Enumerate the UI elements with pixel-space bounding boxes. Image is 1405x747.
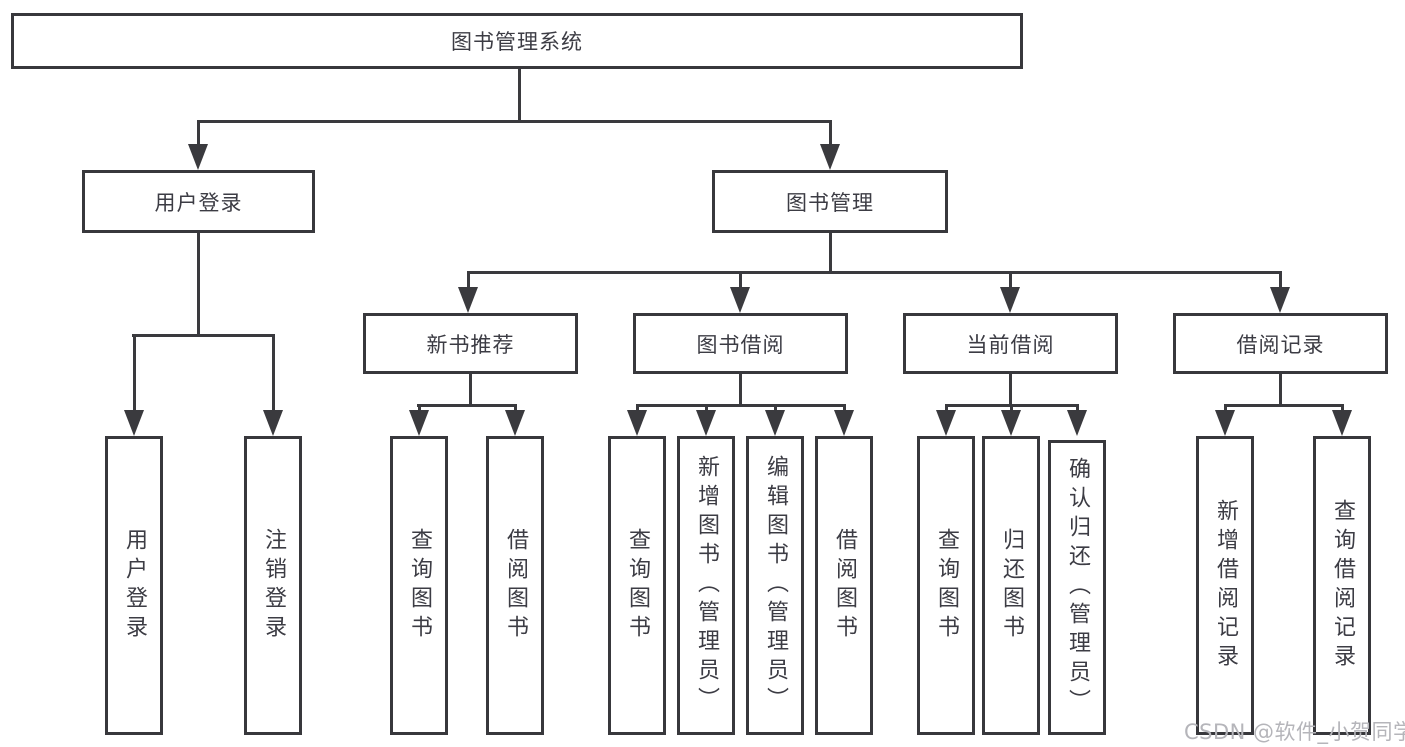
- connector-line: [272, 334, 275, 412]
- node-label: 当前借阅: [966, 332, 1055, 357]
- connector-line: [1279, 374, 1282, 406]
- node-label: 查询图书: [407, 527, 432, 644]
- leaf-recommend-query-books: 查询图书: [390, 436, 448, 735]
- arrow-down-icon: [820, 144, 840, 170]
- connector-line: [1009, 271, 1012, 289]
- leaf-current-return-books: 归还图书: [982, 436, 1040, 735]
- node-label: 借阅图书: [832, 527, 857, 644]
- connector-line: [418, 404, 421, 414]
- arrow-down-icon: [263, 410, 283, 436]
- leaf-records-query-record: 查询借阅记录: [1313, 436, 1371, 735]
- connector-line: [469, 374, 472, 406]
- arrow-down-icon: [730, 287, 750, 313]
- arrow-down-icon: [409, 410, 429, 436]
- node-book-management: 图书管理: [712, 170, 948, 233]
- leaf-records-add-record: 新增借阅记录: [1196, 436, 1254, 735]
- connector-line: [739, 271, 742, 289]
- connector-line: [774, 404, 777, 414]
- node-label: 借阅记录: [1236, 332, 1325, 357]
- connector-line: [829, 233, 832, 273]
- connector-line: [467, 271, 470, 289]
- node-label: 查询图书: [934, 527, 959, 644]
- arrow-down-icon: [834, 410, 854, 436]
- node-book-borrowing: 图书借阅: [633, 313, 848, 374]
- node-borrowing-records: 借阅记录: [1173, 313, 1388, 374]
- node-label: 注销登录: [261, 527, 286, 644]
- node-label: 查询借阅记录: [1330, 498, 1355, 673]
- connector-line: [945, 404, 948, 414]
- connector-line: [1076, 404, 1079, 414]
- connector-line: [829, 120, 832, 148]
- arrow-down-icon: [1215, 410, 1235, 436]
- arrow-down-icon: [1067, 410, 1087, 436]
- connector-line: [197, 120, 200, 148]
- leaf-user-login: 用户登录: [105, 436, 163, 735]
- node-label: 用户登录: [122, 527, 147, 644]
- connector-line: [518, 69, 521, 122]
- connector-line: [843, 404, 846, 414]
- arrow-down-icon: [765, 410, 785, 436]
- connector-line: [705, 404, 708, 414]
- node-label: 确认归还（管理员）: [1065, 457, 1090, 718]
- node-new-book-recommend: 新书推荐: [363, 313, 578, 374]
- connector-line: [636, 404, 639, 414]
- connector-line: [197, 120, 831, 123]
- connector-line: [1224, 404, 1344, 407]
- node-root-system: 图书管理系统: [11, 13, 1023, 69]
- node-label: 编辑图书（管理员）: [763, 455, 788, 716]
- leaf-current-query-books: 查询图书: [917, 436, 975, 735]
- connector-line: [1341, 404, 1344, 414]
- leaf-borrowing-borrow-books: 借阅图书: [815, 436, 873, 735]
- node-label: 新增借阅记录: [1213, 498, 1238, 673]
- connector-line: [1224, 404, 1227, 414]
- connector-line: [417, 404, 517, 407]
- arrow-down-icon: [458, 287, 478, 313]
- arrow-down-icon: [627, 410, 647, 436]
- arrow-down-icon: [1332, 410, 1352, 436]
- connector-line: [636, 404, 846, 407]
- connector-line: [739, 374, 742, 406]
- leaf-logout: 注销登录: [244, 436, 302, 735]
- node-label: 归还图书: [999, 527, 1024, 644]
- node-label: 图书借阅: [696, 332, 785, 357]
- connector-line: [467, 271, 1282, 274]
- arrow-down-icon: [124, 410, 144, 436]
- node-label: 图书管理: [786, 190, 874, 215]
- connector-line: [133, 334, 136, 412]
- node-label: 图书管理系统: [451, 30, 583, 54]
- arrow-down-icon: [505, 410, 525, 436]
- arrow-down-icon: [1000, 287, 1020, 313]
- connector-line: [1279, 271, 1282, 289]
- leaf-borrowing-add-books-admin: 新增图书（管理员）: [677, 436, 735, 735]
- arrow-down-icon: [936, 410, 956, 436]
- arrow-down-icon: [188, 144, 208, 170]
- node-user-login-group: 用户登录: [82, 170, 315, 233]
- arrow-down-icon: [1270, 287, 1290, 313]
- leaf-recommend-borrow-books: 借阅图书: [486, 436, 544, 735]
- connector-line: [1009, 374, 1012, 406]
- leaf-borrowing-edit-books-admin: 编辑图书（管理员）: [746, 436, 804, 735]
- arrow-down-icon: [696, 410, 716, 436]
- node-label: 新书推荐: [426, 332, 515, 357]
- leaf-borrowing-query-books: 查询图书: [608, 436, 666, 735]
- csdn-watermark: CSDN @软件_小贺同学: [1184, 720, 1405, 744]
- node-label: 新增图书（管理员）: [694, 455, 719, 716]
- node-label: 用户登录: [154, 190, 243, 215]
- connector-line: [514, 404, 517, 414]
- leaf-current-confirm-return-admin: 确认归还（管理员）: [1048, 440, 1106, 735]
- arrow-down-icon: [1001, 410, 1021, 436]
- node-label: 查询图书: [625, 527, 650, 644]
- connector-line: [132, 334, 275, 337]
- connector-line: [197, 233, 200, 336]
- node-current-borrowing: 当前借阅: [903, 313, 1118, 374]
- connector-line: [1010, 404, 1013, 414]
- node-label: 借阅图书: [503, 527, 528, 644]
